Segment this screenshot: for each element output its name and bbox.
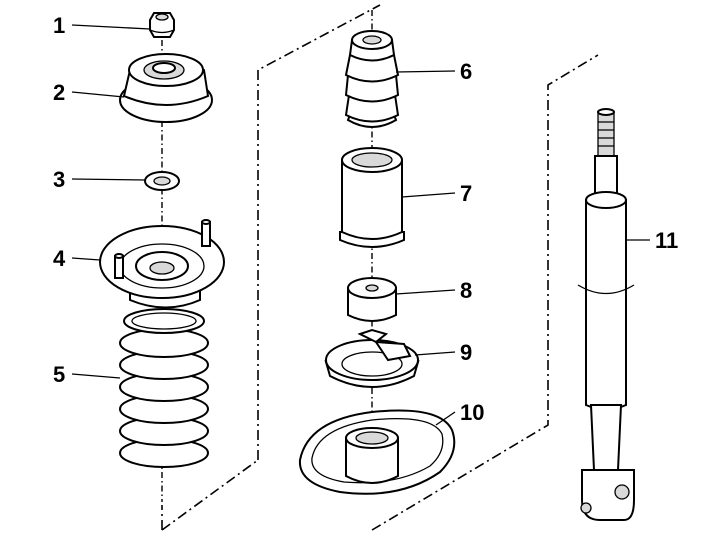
- part-dust-boot: [339, 147, 405, 248]
- callout-labels: 1 2 3 4 5 6 7 8 9 10 11: [53, 13, 678, 425]
- callout-4: 4: [53, 246, 66, 271]
- part-nut: [149, 12, 175, 38]
- callout-8: 8: [460, 278, 472, 303]
- part-spring-seat-upper: [324, 328, 420, 388]
- part-spring-top-mount: [99, 219, 225, 309]
- callout-2: 2: [53, 80, 65, 105]
- part-spring-seat-lower: [298, 409, 456, 495]
- callout-5: 5: [53, 362, 65, 387]
- callout-1: 1: [53, 13, 65, 38]
- callout-11: 11: [655, 228, 678, 253]
- callout-10: 10: [460, 400, 484, 425]
- frame-lines: [161, 4, 599, 531]
- callout-6: 6: [460, 59, 472, 84]
- callout-7: 7: [460, 181, 472, 206]
- part-coil-spring: [119, 308, 209, 468]
- callout-9: 9: [460, 340, 472, 365]
- part-buffer: [347, 277, 397, 322]
- callout-3: 3: [53, 167, 65, 192]
- part-bump-stop: [344, 30, 400, 128]
- part-upper-mount: [119, 53, 213, 123]
- part-washer: [144, 171, 180, 191]
- part-shock-absorber: [577, 108, 635, 521]
- leader-lines: [71, 24, 650, 426]
